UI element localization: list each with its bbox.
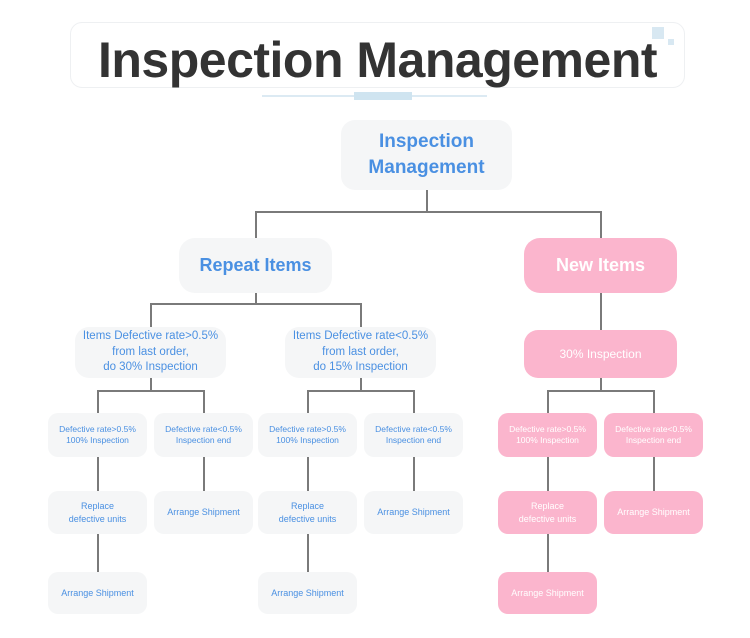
connector-repeat-high-stem (150, 377, 152, 390)
connector-repeat-high-bus (97, 390, 203, 392)
node-repeat-low-rate[interactable]: Items Defective rate<0.5% from last orde… (285, 327, 436, 378)
connector-repeat-low-stem (360, 377, 362, 390)
node-rh-defective-low[interactable]: Defective rate<0.5% Inspection end (154, 413, 253, 457)
connector-to-repeat-high (150, 303, 152, 327)
node-rh-final-shipment[interactable]: Arrange Shipment (48, 572, 147, 614)
node-rh-replace-units[interactable]: Replace defective units (48, 491, 147, 534)
connector-new30-bus (547, 390, 653, 392)
page-title: Inspection Management (97, 32, 658, 88)
node-new-arrange-shipment[interactable]: Arrange Shipment (604, 491, 703, 534)
node-repeat-items[interactable]: Repeat Items (179, 238, 332, 293)
connector-repeat-bus (150, 303, 361, 305)
connector-new-replace-to-ship (547, 534, 549, 572)
connector-rh-pass-to-ship (203, 456, 205, 491)
node-new-defective-low[interactable]: Defective rate<0.5% Inspection end (604, 413, 703, 457)
node-rl-arrange-shipment[interactable]: Arrange Shipment (364, 491, 463, 534)
node-new-replace-units[interactable]: Replace defective units (498, 491, 597, 534)
connector-new-fail-to-replace (547, 456, 549, 491)
connector-root-stem (426, 190, 428, 212)
node-new-final-shipment[interactable]: Arrange Shipment (498, 572, 597, 614)
connector-level2-bus (255, 211, 601, 213)
connector-rl-pass-to-ship (413, 456, 415, 491)
title-underline-thick (354, 92, 412, 100)
connector-to-new-items (600, 211, 602, 238)
connector-to-repeat-items (255, 211, 257, 238)
connector-rh-replace-to-ship (97, 534, 99, 572)
decorative-square-large-icon (652, 27, 664, 39)
connector-repeat-low-bus (307, 390, 413, 392)
connector-to-rl-fail (307, 390, 309, 413)
connector-to-new-pass (653, 390, 655, 413)
decorative-square-small-icon (668, 39, 674, 45)
node-rh-defective-high[interactable]: Defective rate>0.5% 100% Inspection (48, 413, 147, 457)
connector-rl-fail-to-replace (307, 456, 309, 491)
node-repeat-high-rate[interactable]: Items Defective rate>0.5% from last orde… (75, 327, 226, 378)
node-new-items[interactable]: New Items (524, 238, 677, 293)
node-new-defective-high[interactable]: Defective rate>0.5% 100% Inspection (498, 413, 597, 457)
connector-rl-replace-to-ship (307, 534, 309, 572)
connector-new-pass-to-ship (653, 456, 655, 491)
connector-to-repeat-low (360, 303, 362, 327)
connector-new30-stem (600, 377, 602, 390)
node-new-30-inspection[interactable]: 30% Inspection (524, 330, 677, 378)
connector-to-rh-pass (203, 390, 205, 413)
node-rl-defective-high[interactable]: Defective rate>0.5% 100% Inspection (258, 413, 357, 457)
connector-to-new-fail (547, 390, 549, 413)
connector-to-rl-pass (413, 390, 415, 413)
connector-new-items-to-30 (600, 292, 602, 330)
title-underline (262, 92, 487, 100)
header-frame (70, 22, 685, 88)
node-rl-final-shipment[interactable]: Arrange Shipment (258, 572, 357, 614)
node-rl-defective-low[interactable]: Defective rate<0.5% Inspection end (364, 413, 463, 457)
connector-rh-fail-to-replace (97, 456, 99, 491)
connector-to-rh-fail (97, 390, 99, 413)
node-rl-replace-units[interactable]: Replace defective units (258, 491, 357, 534)
node-rh-arrange-shipment[interactable]: Arrange Shipment (154, 491, 253, 534)
node-inspection-management[interactable]: Inspection Management (341, 120, 512, 190)
connector-repeat-stem (255, 292, 257, 304)
